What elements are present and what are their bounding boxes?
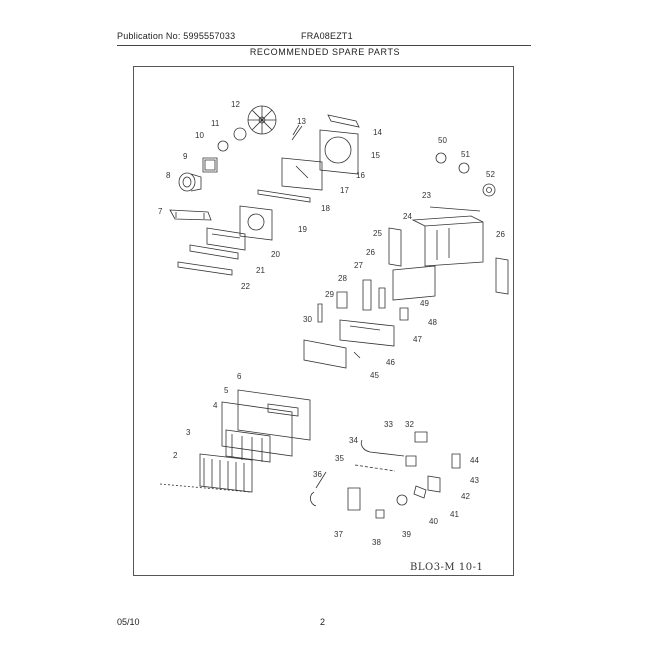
control-housing-drawing bbox=[339, 319, 395, 347]
callout-40: 40 bbox=[429, 517, 438, 526]
publication-number: Publication No: 5995557033 bbox=[117, 31, 236, 41]
callout-29: 29 bbox=[325, 290, 334, 299]
diagram-frame bbox=[133, 66, 514, 576]
callout-23: 23 bbox=[422, 191, 431, 200]
callout-48: 48 bbox=[428, 318, 437, 327]
page-subtitle: RECOMMENDED SPARE PARTS bbox=[249, 47, 401, 57]
callout-12: 12 bbox=[231, 100, 240, 109]
side-panel-right-drawing bbox=[495, 257, 509, 295]
condenser-shroud-drawing bbox=[319, 129, 359, 175]
rod-drawing bbox=[291, 124, 303, 141]
callout-36: 36 bbox=[313, 470, 322, 479]
callout-22: 22 bbox=[241, 282, 250, 291]
fan-blade-drawing bbox=[247, 105, 277, 135]
callout-19: 19 bbox=[298, 225, 307, 234]
callout-7: 7 bbox=[158, 207, 163, 216]
panel-drawing bbox=[169, 209, 212, 221]
footer-date: 05/10 bbox=[117, 617, 140, 627]
callout-49: 49 bbox=[420, 299, 429, 308]
callout-9: 9 bbox=[183, 152, 188, 161]
callout-50: 50 bbox=[438, 136, 447, 145]
callout-18: 18 bbox=[321, 204, 330, 213]
front-panel-drawing bbox=[303, 339, 347, 369]
callout-11: 11 bbox=[211, 119, 220, 128]
blower-wheel-drawing bbox=[178, 172, 202, 192]
rod-23-drawing bbox=[429, 206, 481, 212]
small-part-drawing bbox=[362, 279, 372, 311]
callout-28: 28 bbox=[338, 274, 347, 283]
callout-4: 4 bbox=[213, 401, 218, 410]
callout-8: 8 bbox=[166, 171, 171, 180]
callout-26: 26 bbox=[366, 248, 375, 257]
callout-5: 5 bbox=[224, 386, 229, 395]
capacitor-drawing bbox=[451, 453, 461, 469]
callout-17: 17 bbox=[340, 186, 349, 195]
top-rail-drawing bbox=[327, 114, 360, 128]
callout-38: 38 bbox=[372, 538, 381, 547]
callout-30: 30 bbox=[303, 315, 312, 324]
strip-drawing bbox=[257, 189, 311, 203]
callout-24: 24 bbox=[403, 212, 412, 221]
shroud-drawing bbox=[239, 205, 273, 241]
callout-34: 34 bbox=[349, 436, 358, 445]
power-cord-drawing bbox=[310, 471, 327, 507]
callout-46: 46 bbox=[386, 358, 395, 367]
callout-10: 10 bbox=[195, 131, 204, 140]
callout-20: 20 bbox=[271, 250, 280, 259]
remote-drawing bbox=[347, 487, 361, 511]
callout-25: 25 bbox=[373, 229, 382, 238]
callout-3: 3 bbox=[186, 428, 191, 437]
callout-35: 35 bbox=[335, 454, 344, 463]
callout-13: 13 bbox=[297, 117, 306, 126]
callout-39: 39 bbox=[402, 530, 411, 539]
motor-mount-drawing bbox=[281, 157, 323, 191]
callout-27-top: 27 bbox=[354, 261, 363, 270]
callout-14: 14 bbox=[373, 128, 382, 137]
base-pan-drawing bbox=[206, 227, 246, 251]
front-grille-assembly-drawing bbox=[159, 389, 311, 493]
cabinet-drawing bbox=[411, 215, 484, 267]
callout-47: 47 bbox=[413, 335, 422, 344]
filter-panel-drawing bbox=[392, 265, 436, 301]
callout-44: 44 bbox=[470, 456, 479, 465]
tray-drawing bbox=[189, 244, 239, 260]
sensor-drawing bbox=[375, 509, 385, 519]
diagram-code: BLO3-M 10-1 bbox=[410, 562, 484, 573]
bracket-drawing bbox=[202, 157, 218, 173]
callout-51: 51 bbox=[461, 150, 470, 159]
callout-43: 43 bbox=[470, 476, 479, 485]
wire-drawing bbox=[360, 439, 405, 457]
callout-15: 15 bbox=[371, 151, 380, 160]
header-rule bbox=[117, 45, 531, 46]
knob-drawing bbox=[435, 152, 447, 164]
page-number: 2 bbox=[320, 617, 326, 627]
callout-45: 45 bbox=[370, 371, 379, 380]
callout-42: 42 bbox=[461, 492, 470, 501]
callout-2: 2 bbox=[173, 451, 178, 460]
callout-32: 32 bbox=[405, 420, 414, 429]
callout-52: 52 bbox=[486, 170, 495, 179]
model-number: FRA08EZT1 bbox=[301, 31, 353, 41]
callout-41: 41 bbox=[450, 510, 459, 519]
relay-drawing bbox=[414, 431, 428, 443]
callout-33: 33 bbox=[384, 420, 393, 429]
callout-21: 21 bbox=[256, 266, 265, 275]
callout-26-right: 26 bbox=[496, 230, 505, 239]
side-panel-left-drawing bbox=[388, 227, 402, 267]
callout-16: 16 bbox=[356, 171, 365, 180]
hub-drawing bbox=[233, 127, 247, 141]
callout-6: 6 bbox=[237, 372, 242, 381]
bracket-41-drawing bbox=[427, 475, 441, 493]
callout-37: 37 bbox=[334, 530, 343, 539]
